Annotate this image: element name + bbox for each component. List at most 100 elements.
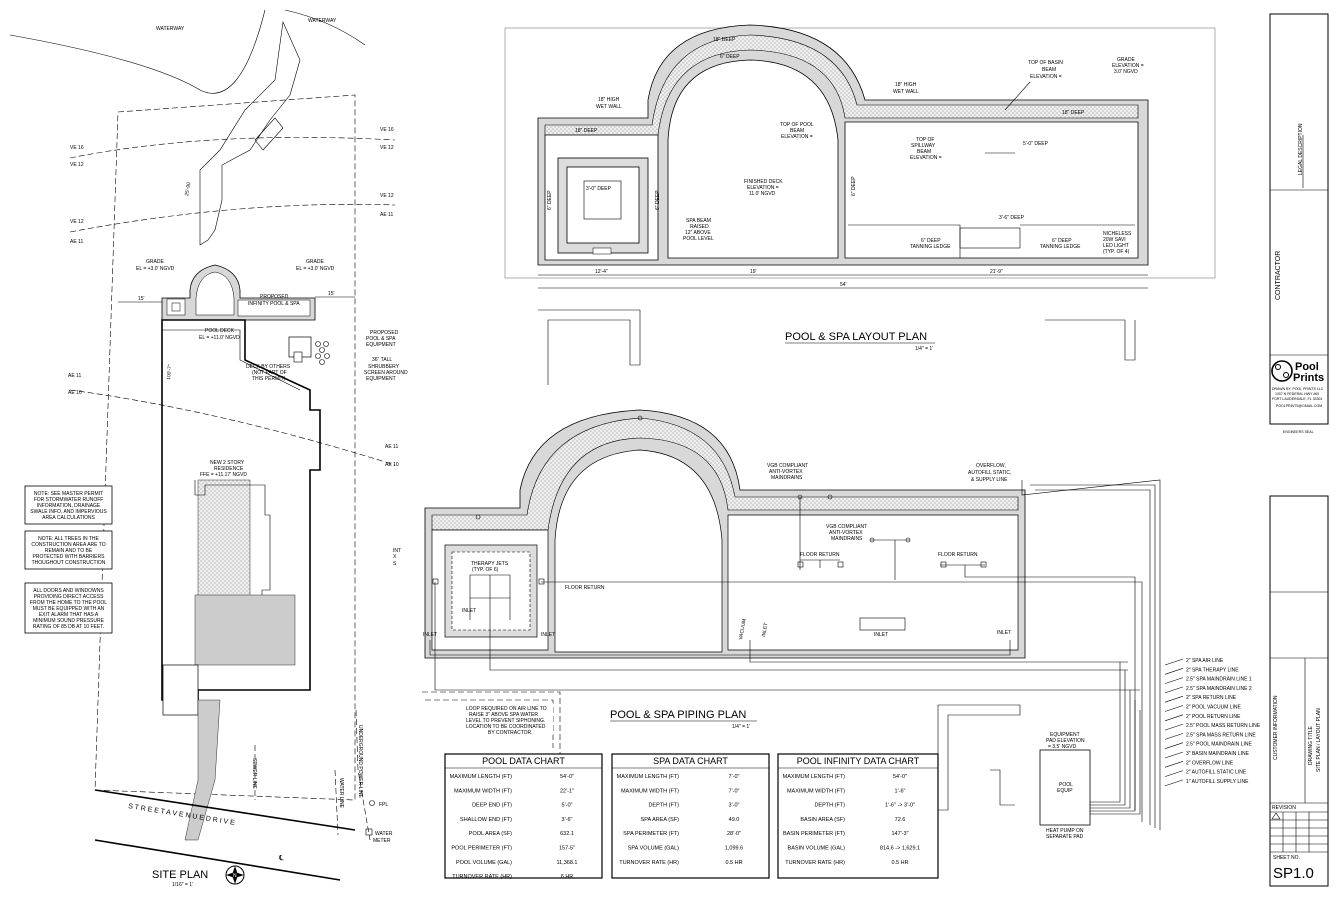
pipe-vgb-mid xyxy=(870,539,910,580)
wet-wall-right-1: 18" HIGH xyxy=(895,82,917,88)
waterway-shoreline-left xyxy=(9,9,266,94)
heat-pump-1: HEAT PUMP ON xyxy=(1046,828,1084,834)
note1-line3: INFORMATION, DRAINAGE xyxy=(37,503,101,509)
sewer-label: SEWER LINE xyxy=(251,758,257,790)
note3-line1: ALL DOORS AND WINDOWNS xyxy=(33,588,104,594)
pipe-spa-air xyxy=(434,582,1140,691)
site-note-2: NOTE: ALL TREES IN THE CONSTRUCTION AREA… xyxy=(24,530,113,570)
heat-pump-2: SEPARATE PAD xyxy=(1046,834,1084,840)
deep6-top: 6" DEEP xyxy=(720,54,740,60)
svg-text:N: N xyxy=(233,873,237,879)
shrub-1: 36" TALL xyxy=(372,357,392,363)
pipe-inlets xyxy=(429,640,1011,656)
wet-wall-left-1: 18" HIGH xyxy=(598,97,620,103)
vgb-top-2: ANTI-VORTEX xyxy=(769,469,803,475)
logo-text-2: Prints xyxy=(1293,372,1324,384)
light-2: 20W SAVI xyxy=(1103,237,1126,243)
chart-row-label: BASIN AREA (SF) xyxy=(800,817,845,823)
deep6-left: 6" DEEP xyxy=(547,190,553,210)
pipe-autofill xyxy=(1030,484,1156,828)
deep18-top: 18" DEEP xyxy=(713,37,736,43)
pipe-legend-item: 2.5" POOL MAINDRAIN LINE xyxy=(1186,742,1252,748)
note1-line4: SWALE INFO, AND IMPERVIOUS xyxy=(30,509,107,515)
ae10-left-label: AE 10 xyxy=(68,390,82,396)
residence-3: FFE = +11.17' NGVD xyxy=(200,472,247,478)
pipe-legend-item: 2.5" SPA MASS RETURN LINE xyxy=(1186,732,1256,738)
deep6-mid: 6" DEEP xyxy=(851,176,857,196)
chart-row-value: 3'-6" xyxy=(562,817,573,823)
title-block: LEGAL DESCRIPTION CONTRACTOR Pool Prints… xyxy=(1269,13,1329,887)
proposed-pool-2: INFINITY POOL & SPA xyxy=(248,301,300,307)
note3-line4: MUST BE EQUIPPED WITH AN xyxy=(33,606,105,612)
chart-frame xyxy=(777,753,939,879)
top-spill-1: TOP OF xyxy=(916,137,934,143)
drawn-3: FORT LAUDERDALE, FL 33304 xyxy=(1272,397,1322,401)
loop-3: LEVEL TO PREVENT SIPHONING. xyxy=(466,718,545,724)
legal-description: LEGAL DESCRIPTION xyxy=(1298,123,1304,175)
pipe-spa-therapy xyxy=(469,574,1128,671)
ae10-right-label: AE 10 xyxy=(385,462,399,468)
pipe-legend-item: 2" POOL VACUUM LINE xyxy=(1186,705,1242,711)
pipe-legend-leader xyxy=(1164,714,1184,722)
residence-2: RESIDENCE xyxy=(214,466,244,472)
top-pool-1: TOP OF POOL xyxy=(780,122,814,128)
overflow-3: & SUPPLY LINE xyxy=(971,477,1008,483)
chart-row-value: 22'-1" xyxy=(560,788,574,794)
spa-deep: 3'-0" DEEP xyxy=(586,186,612,192)
pipe-legend-leader xyxy=(1164,658,1184,666)
chart-frame xyxy=(611,753,770,879)
piping-fittings xyxy=(432,415,987,585)
pipe-supply xyxy=(1035,489,1151,825)
chart-row-value: 0.5 HR xyxy=(891,860,908,866)
chart-row-value: 54'-0" xyxy=(560,774,574,780)
finished-1: FINISHED DECK xyxy=(744,179,783,185)
grade-left-1: GRADE xyxy=(146,259,164,265)
note2-line1: NOTE: ALL TREES IN THE xyxy=(38,536,99,542)
dim-vert1: 25'-90 xyxy=(184,182,192,197)
spa-beam-3: 12" ABOVE xyxy=(685,230,711,236)
floor-return-3: FLOOR RETURN xyxy=(565,585,605,591)
note3-line7: RATING OF 85 DB AT 10 FEET. xyxy=(33,624,104,630)
revision-label: REVISION xyxy=(1272,805,1296,811)
note2-line5: THOUGHOUT CONSTRUCTION xyxy=(32,560,106,566)
piping-plan-title: POOL & SPA PIPING PLAN xyxy=(610,709,746,721)
site-plan-title: SITE PLAN xyxy=(152,869,208,881)
drawing-title-label: DRAWING TITLE xyxy=(1308,725,1314,765)
pipe-legend-leader xyxy=(1164,733,1184,740)
pipe-legend-leader xyxy=(1164,668,1184,675)
equip-pad-2: PAD ELEVATION xyxy=(1046,738,1085,744)
wet-wall-right-2: WET WALL xyxy=(893,89,919,95)
tan-right-2: TANNING LEDGE xyxy=(1040,244,1081,250)
pipe-legend-leader xyxy=(1164,686,1184,694)
note3-line5: EXIT ALARM THAT HAS A xyxy=(39,612,99,618)
dim-vert2: 100'-7" xyxy=(166,364,173,380)
shrub-4: EQUIPMENT xyxy=(366,376,396,382)
vgb-mid-2: ANTI-VORTEX xyxy=(829,530,863,536)
ae11-left-label: AE 11 xyxy=(70,239,83,245)
water-meter-2: METER xyxy=(373,838,391,844)
light-4: (TYP. OF 4) xyxy=(1103,249,1130,255)
tan-left-1: 6" DEEP xyxy=(921,238,941,244)
pipe-legend-leader xyxy=(1164,761,1184,768)
chart-title: POOL DATA CHART xyxy=(482,756,565,766)
pipe-legend-item: 2.5" POOL MASS RETURN LINE xyxy=(1186,723,1261,729)
inlet-v: INLET xyxy=(761,622,769,637)
pool-prints-logo: Pool Prints xyxy=(1271,360,1324,384)
therapy-2: (TYP. OF 6) xyxy=(472,567,499,573)
vgb-mid-1: VGB COMPLIANT xyxy=(826,524,867,530)
ve12-left-label: VE 12 xyxy=(70,162,84,168)
sheet-no: SP1.0 xyxy=(1273,865,1314,882)
chart-row-label: SPA VOLUME (GAL) xyxy=(628,846,679,852)
waterway-shoreline-right xyxy=(284,9,366,46)
pipe-air-loop xyxy=(422,691,561,755)
piping-infinity-basin xyxy=(431,417,1019,531)
pipe-maindrain-top xyxy=(799,497,840,570)
deck-others-2: (NOT PART OF xyxy=(252,370,287,376)
flood-line-3 xyxy=(69,389,396,466)
chart-row-value: 5'-0" xyxy=(562,803,573,809)
pipe-legend-leader xyxy=(1164,705,1184,712)
chart-row-label: TURNOVER RATE (HR) xyxy=(452,874,512,880)
site-equipment-unit xyxy=(293,351,303,363)
